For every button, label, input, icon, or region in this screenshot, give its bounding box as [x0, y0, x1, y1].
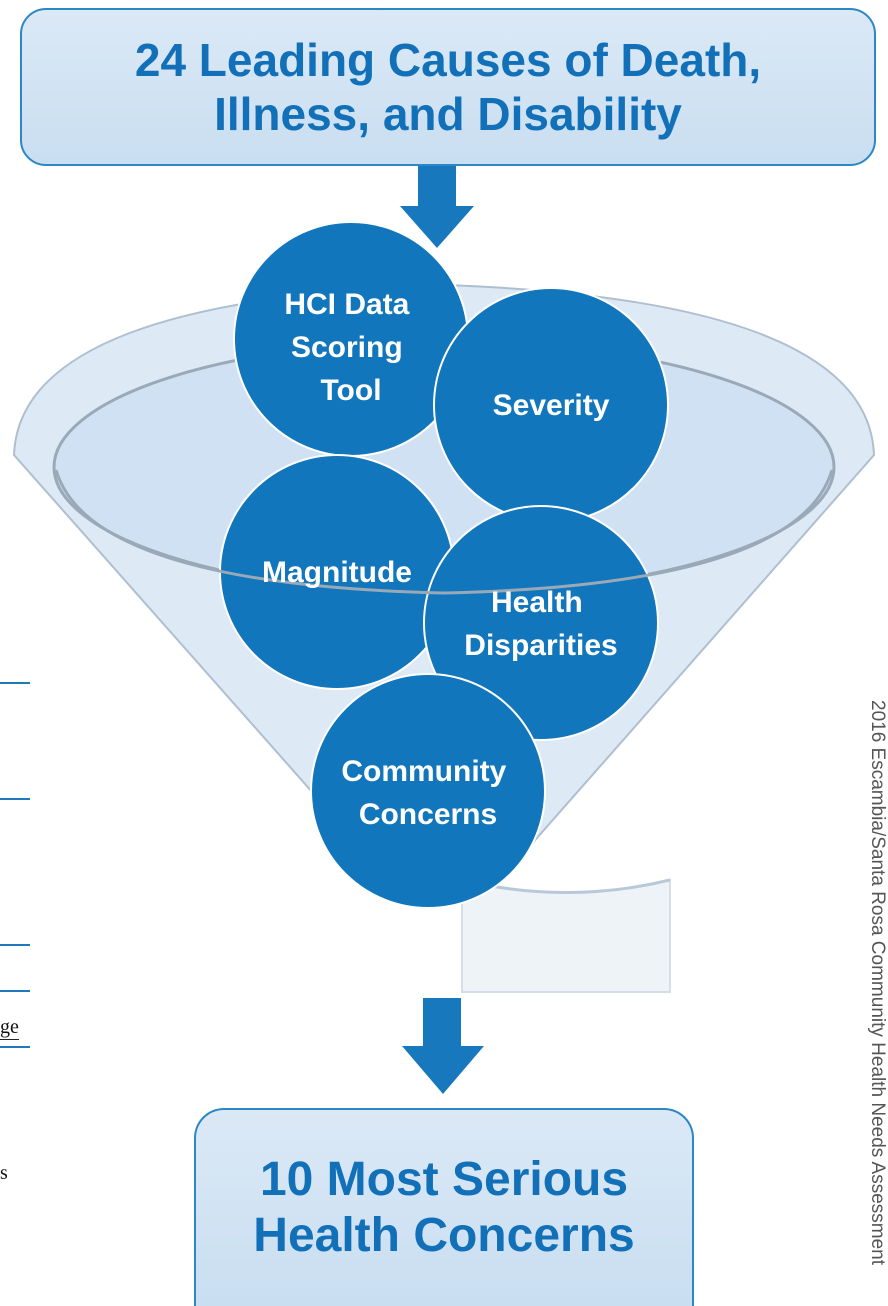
left-rule-3 — [0, 944, 30, 946]
top-title-line-1: 24 Leading Causes of Death, — [134, 34, 762, 86]
left-rule-5 — [0, 1046, 30, 1048]
top-title-line-2: Illness, and Disability — [214, 88, 682, 140]
down-arrow-top — [400, 166, 474, 248]
svg-text:Health Disparities: Health Disparities — [464, 586, 617, 662]
funnel-spout-cup — [461, 878, 671, 993]
left-rule-4 — [0, 990, 30, 992]
left-fragment-ge: ge — [0, 1016, 19, 1040]
down-arrow-bottom — [402, 998, 484, 1094]
magnitude-label: Magnitude — [262, 556, 412, 589]
svg-text:Community Concerns: Community Concerns — [341, 755, 514, 831]
left-rule-2 — [0, 798, 30, 800]
circle-health-disparities — [423, 505, 659, 741]
svg-text:Magnitude: Magnitude — [262, 556, 412, 589]
disparities-label-2: Disparities — [464, 629, 617, 662]
vertical-footer-text: 2016 Escambia/Santa Rosa Community Healt… — [867, 700, 888, 1265]
left-rule-1 — [0, 682, 30, 684]
severity-label: Severity — [493, 389, 610, 422]
community-label-2: Concerns — [359, 798, 497, 831]
disparities-label-1: Health — [491, 586, 583, 619]
bottom-result-box: 10 Most Serious Health Concerns — [194, 1108, 694, 1306]
hci-label-2: Scoring — [291, 331, 403, 364]
circle-community-concerns — [310, 673, 546, 909]
svg-text:Severity: Severity — [493, 389, 610, 422]
community-label-1: Community — [341, 755, 506, 788]
top-title-box: 24 Leading Causes of Death, Illness, and… — [20, 8, 876, 166]
hci-label-1: HCI Data — [284, 288, 409, 321]
hci-label-3: Tool — [320, 374, 381, 407]
svg-text:HCI Data Scoring Tool: HCI Data Scoring Tool — [284, 288, 417, 407]
left-fragment-s: s — [0, 1162, 8, 1184]
bottom-title-line-1: 10 Most Serious — [259, 1153, 629, 1206]
bottom-title-line-2: Health Concerns — [253, 1209, 635, 1262]
